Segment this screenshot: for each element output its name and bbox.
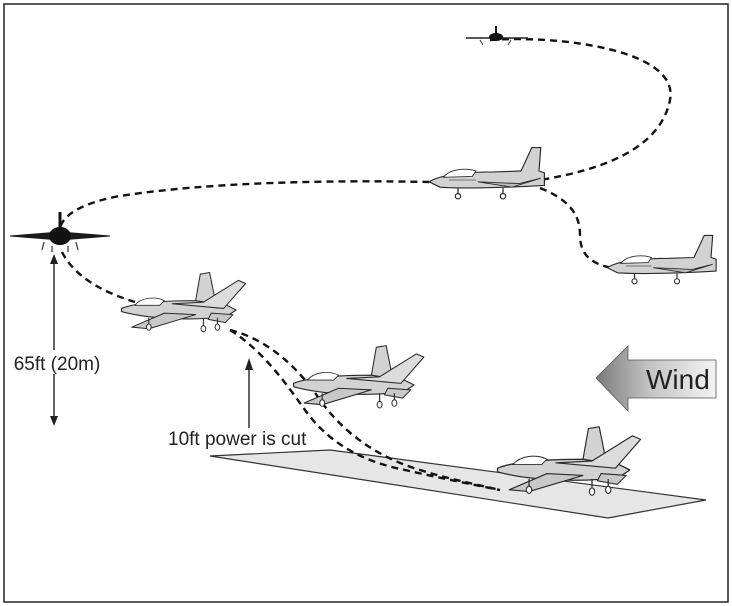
altitude-double-arrow: [50, 254, 58, 426]
plane-descending-icon: [292, 345, 425, 409]
plane-turn-icon: [120, 272, 247, 333]
plane-front-view-icon: [9, 212, 111, 252]
power-cut-arrow: [245, 358, 253, 428]
flight-path-side-loop: [539, 186, 631, 272]
wind-label: Wind: [646, 364, 710, 395]
wind-arrow-icon: [595, 345, 717, 412]
plane-right-icon: [606, 234, 717, 285]
flight-path-downwind: [58, 37, 672, 239]
flight-path-turn-final: [60, 251, 136, 304]
altitude-label-bg: [8, 350, 108, 374]
diagram-frame: [3, 3, 729, 603]
power-cut-label: 10ft power is cut: [168, 429, 307, 450]
plane-downwind-icon: [428, 146, 546, 200]
altitude-label: 65ft (20m): [14, 354, 101, 375]
plane-distant-icon: [466, 26, 528, 46]
runway: [209, 449, 707, 519]
flight-path-final-approach: [229, 328, 501, 492]
